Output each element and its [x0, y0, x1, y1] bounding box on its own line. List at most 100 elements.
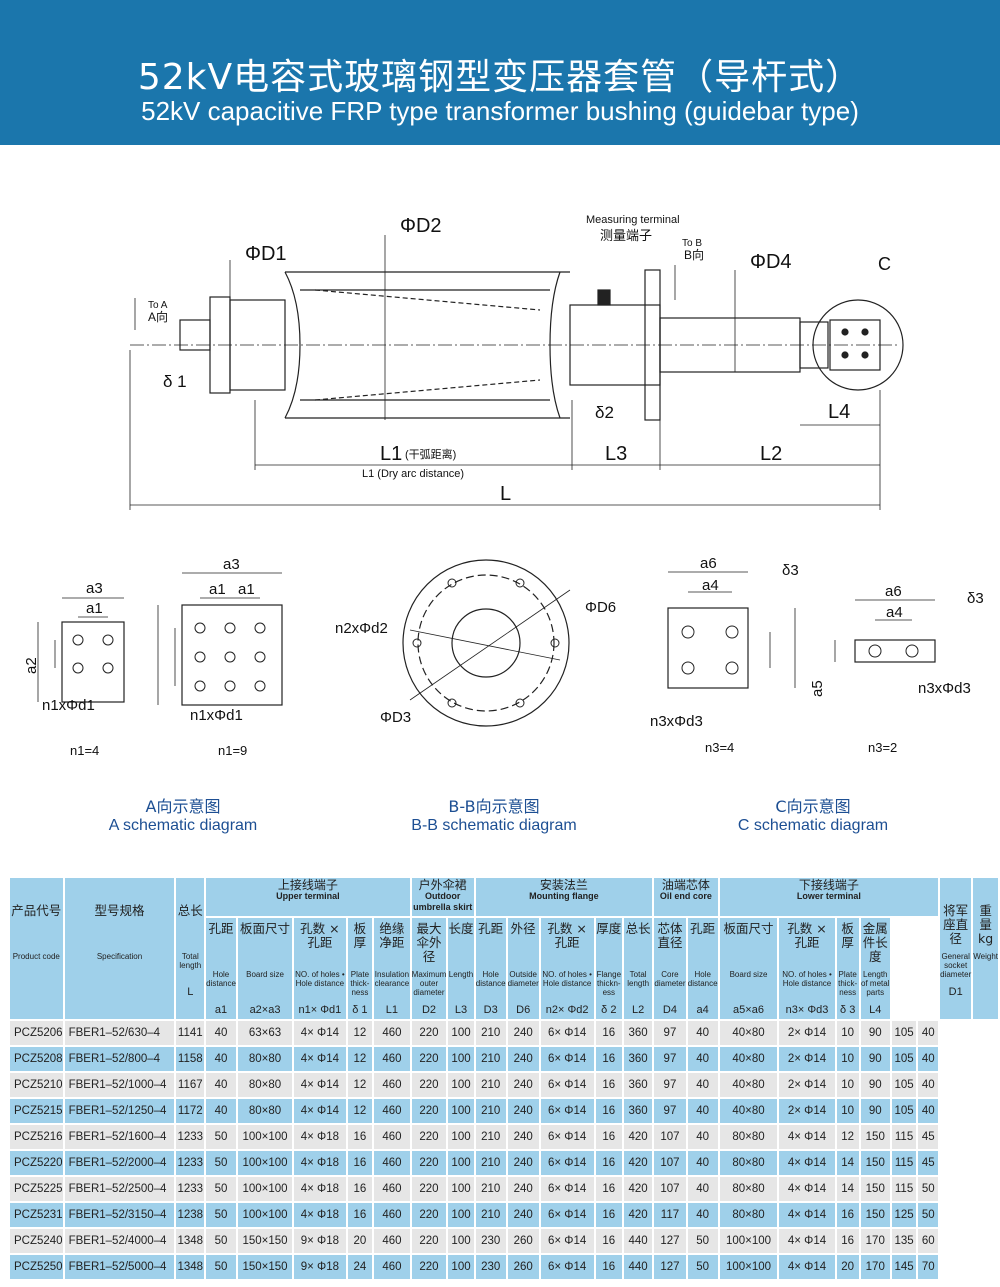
table-cell: 210: [475, 1125, 506, 1149]
label-l1: L1: [380, 443, 402, 465]
lower-terminal-holes: [841, 328, 869, 359]
sheds: [285, 271, 570, 419]
label-n2d2: n2xΦd2: [335, 620, 388, 637]
label-l2: L2: [760, 443, 782, 465]
table-cell: 90: [860, 1073, 890, 1097]
table-cell: 16: [347, 1125, 373, 1149]
caption-bb-zh: B-B向示意图: [448, 797, 540, 816]
column-zh: 孔数 × 孔距: [787, 921, 827, 950]
table-cell: 40×80: [719, 1099, 778, 1123]
inner-cone: [314, 289, 541, 401]
label-delta3: δ3: [782, 562, 799, 579]
label-n3d3-small: n3xΦd3: [918, 680, 971, 697]
table-cell: 360: [624, 1099, 653, 1123]
title-zh: 52kV电容式玻璃钢型变压器套管（导杆式）: [137, 57, 863, 98]
table-cell: 14: [836, 1177, 859, 1201]
table-cell: FBER1–52/1250–4: [64, 1099, 175, 1123]
column-zh: 芯体直径: [657, 921, 683, 950]
table-cell: 40: [918, 1021, 939, 1045]
table-cell: 50: [206, 1229, 236, 1253]
table-cell: FBER1–52/1600–4: [64, 1125, 175, 1149]
measuring-terminal: [597, 289, 611, 306]
table-cell: 100×100: [719, 1229, 778, 1253]
column-en: Hole distance: [687, 970, 718, 988]
table-cell: 40: [206, 1073, 236, 1097]
label-n1-4: n1=4: [70, 743, 99, 758]
table-cell: 100×100: [237, 1177, 293, 1201]
group-zh: 户外伞裙: [418, 878, 467, 892]
table-cell: 230: [475, 1229, 506, 1253]
table-cell: 170: [860, 1229, 890, 1253]
table-cell: 460: [374, 1073, 410, 1097]
column-en: NO. of holes • Hole distance: [542, 970, 592, 988]
table-cell: 6× Φ14: [540, 1021, 594, 1045]
label-a1-small: a1: [86, 600, 103, 617]
table-cell: 2× Φ14: [779, 1047, 835, 1071]
table-cell: 16: [595, 1021, 623, 1045]
column-zh: 重量 kg: [978, 903, 994, 946]
table-cell: 100: [448, 1047, 474, 1071]
table-cell: 115: [891, 1177, 917, 1201]
table-cell: 460: [374, 1099, 410, 1123]
table-cell: 40×80: [719, 1047, 778, 1071]
label-a4-small: a4: [886, 604, 903, 621]
column-zh: 孔距: [690, 921, 716, 936]
table-cell: 150: [860, 1125, 890, 1149]
table-cell: 105: [891, 1099, 917, 1123]
table-cell: 260: [507, 1229, 539, 1253]
column-en: Outside diameter: [507, 970, 539, 988]
table-cell: 16: [347, 1177, 373, 1201]
table-cell: 420: [624, 1177, 653, 1201]
table-cell: 6× Φ14: [540, 1203, 594, 1227]
table-cell: 40×80: [719, 1073, 778, 1097]
label-delta2: δ2: [595, 403, 614, 422]
column-en: Core diameter: [654, 970, 686, 988]
label-d6: ΦD6: [585, 599, 616, 616]
table-cell: 150: [860, 1203, 890, 1227]
table-cell: PCZ5216: [10, 1125, 63, 1149]
column-en: Board size: [246, 970, 284, 979]
table-cell: 4× Φ18: [294, 1151, 346, 1175]
table-cell: 240: [507, 1125, 539, 1149]
column-en: Total length: [627, 970, 650, 988]
table-cell: 100: [448, 1255, 474, 1279]
table-cell: 420: [624, 1151, 653, 1175]
detail-c-circle: [812, 299, 904, 391]
label-a6-small: a6: [885, 583, 902, 600]
table-cell: 16: [347, 1203, 373, 1227]
table-cell: 107: [654, 1151, 686, 1175]
table-cell: 170: [860, 1255, 890, 1279]
column-symbol: a4: [696, 1004, 709, 1016]
table-cell: 360: [624, 1047, 653, 1071]
table-cell: 460: [374, 1047, 410, 1071]
table-cell: 16: [836, 1229, 859, 1253]
table-cell: PCZ5215: [10, 1099, 63, 1123]
table-cell: 4× Φ14: [294, 1099, 346, 1123]
table-cell: 1233: [176, 1177, 205, 1201]
column-en: Product code: [12, 952, 60, 961]
table-cell: PCZ5250: [10, 1255, 63, 1279]
column-en: Board size: [729, 970, 768, 979]
table-cell: 220: [411, 1047, 447, 1071]
table-cell: 50: [918, 1177, 939, 1201]
table-cell: 40: [687, 1203, 718, 1227]
column-en: Specification: [96, 952, 143, 961]
table-cell: 460: [374, 1255, 410, 1279]
group-en: Oil end core: [659, 891, 712, 901]
table-cell: 60: [918, 1229, 939, 1253]
